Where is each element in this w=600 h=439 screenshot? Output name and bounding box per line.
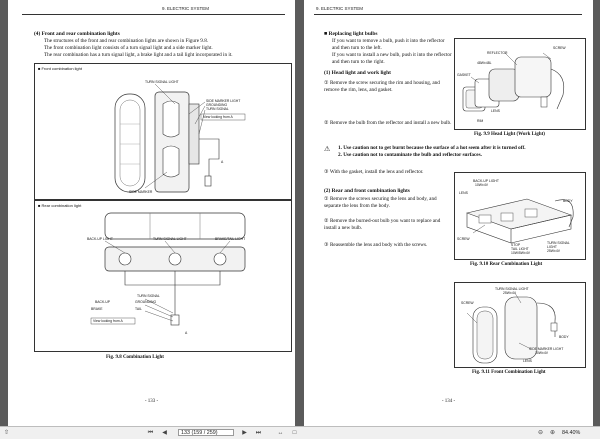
box-title: ■ Front combination light bbox=[38, 66, 82, 71]
label-side-marker: SIDE MARKER bbox=[129, 190, 153, 194]
figure-caption: Fig. 9.11 Front Combination Light bbox=[472, 370, 546, 375]
label-back-up-spec: 10W±4V bbox=[475, 183, 488, 187]
subsection-title: (1) Head light and work light bbox=[324, 70, 391, 76]
label-back-up: BACK-UP bbox=[95, 300, 111, 304]
paragraph: If you want to install a new bulb, push … bbox=[332, 52, 452, 65]
step: ① Remove the screws securing the lens an… bbox=[324, 196, 437, 209]
label-turn-spec: 25W±4V bbox=[547, 249, 560, 253]
page-number: - 134 - bbox=[441, 399, 456, 404]
right-page: 9. ELECTRIC SYSTEM ■ Replacing light bul… bbox=[304, 0, 593, 426]
figure-9-10: BACK-UP LIGHT 10W±4V LENS BODY SCREW STO… bbox=[454, 172, 586, 260]
left-page: 9. ELECTRIC SYSTEM (4) Front and rear co… bbox=[8, 0, 295, 426]
viewer-toolbar: ⇧ ⏮ ◀ 133 (159 / 259) ▶ ⏭ ↔ □ ⊖ ⊕ 84.40% bbox=[0, 426, 600, 439]
fit-page-icon[interactable]: □ bbox=[292, 430, 297, 436]
label-grounding: GROUNDING bbox=[135, 300, 157, 304]
last-page-icon[interactable]: ⏭ bbox=[255, 430, 262, 436]
front-light-exploded-drawing bbox=[466, 292, 558, 364]
label-body: BODY bbox=[559, 335, 569, 339]
rear-light-exploded-drawing bbox=[465, 198, 574, 244]
label-tail: TAIL bbox=[135, 307, 142, 311]
subsection-title: (2) Rear and front combination lights bbox=[324, 188, 410, 194]
label-view-looking-from: View looking from A bbox=[93, 319, 123, 323]
step: ③ Reassemble the lens and body with the … bbox=[324, 242, 428, 248]
label-rim: RIM bbox=[477, 119, 484, 123]
label-tail-spec: 10W/5W±4V bbox=[511, 251, 531, 255]
label-a: A bbox=[185, 331, 188, 335]
front-combination-box: ■ Front combination light TURN S bbox=[34, 63, 292, 200]
label-side-marker-light: SIDE MARKER LIGHT bbox=[529, 347, 564, 351]
paragraph: The structures of the front and rear com… bbox=[44, 38, 209, 44]
head-light-drawing bbox=[462, 52, 565, 112]
fit-width-icon[interactable]: ↔ bbox=[277, 430, 284, 436]
step: ① Remove the screw securing the rim and … bbox=[324, 80, 440, 93]
rear-light-drawing bbox=[90, 212, 246, 326]
next-page-icon[interactable]: ▶ bbox=[242, 430, 247, 436]
label-a: A bbox=[221, 160, 224, 164]
label-turn-light: LIGHT bbox=[547, 245, 557, 249]
page-header: 9. ELECTRIC SYSTEM bbox=[316, 6, 364, 11]
zoom-out-icon[interactable]: ⊖ bbox=[537, 430, 544, 436]
rear-combination-box: ■ Rear combination light BACK-UP LIGHT T… bbox=[34, 200, 292, 352]
box-title: ■ Rear combination light bbox=[38, 203, 82, 208]
label-turn-signal-light: TURN SIGNAL LIGHT bbox=[495, 287, 529, 291]
label-side-spec: 10W±4V bbox=[535, 351, 548, 355]
zoom-in-icon[interactable]: ⊕ bbox=[549, 430, 556, 436]
figure-caption: Fig. 9.10 Rear Combination Light bbox=[470, 262, 543, 267]
step: ③ With the gasket, install the lens and … bbox=[324, 169, 424, 175]
label-brake-tail-light: BRAKE/TAIL LIGHT bbox=[215, 237, 246, 241]
label-side-marker-light: SIDE MARKER LIGHT bbox=[206, 99, 241, 103]
header-rule bbox=[314, 14, 582, 15]
figure-caption: Fig. 9.8 Combination Light bbox=[106, 355, 164, 360]
label-turn-signal-light: TURN SIGNAL LIGHT bbox=[153, 237, 187, 241]
label-grounding: GROUNDING bbox=[206, 103, 228, 107]
label-tail-light: TAIL LIGHT bbox=[511, 247, 529, 251]
step: ② Remove the bulb from the reflector and… bbox=[324, 120, 452, 126]
label-view-looking-from: View looking from A bbox=[203, 115, 233, 119]
label-turn-signal: TURN SIGNAL bbox=[547, 241, 570, 245]
page-number: - 133 - bbox=[144, 399, 159, 404]
figure-9-11: TURN SIGNAL LIGHT 25W±4V SCREW BODY SIDE… bbox=[454, 282, 586, 368]
label-back-up-light: BACK-UP LIGHT bbox=[473, 179, 499, 183]
label-brake: BRAKE bbox=[91, 307, 103, 311]
label-gasket: GASKET bbox=[457, 73, 471, 77]
prev-page-icon[interactable]: ◀ bbox=[162, 430, 167, 436]
label-bulb-spec: 48W±48L bbox=[477, 61, 492, 65]
step: ② Remove the burned-out bulb you want to… bbox=[324, 218, 441, 231]
label-reflector: REFLECTOR bbox=[487, 51, 508, 55]
label-screw: SCREW bbox=[457, 237, 470, 241]
label-lens: LENS bbox=[491, 109, 500, 113]
caution-item: 2. Use caution not to contaminate the bu… bbox=[338, 152, 482, 158]
label-turn-signal: TURN SIGNAL bbox=[206, 107, 229, 111]
paragraph: If you want to remove a bulb, push it in… bbox=[332, 38, 445, 51]
label-turn-spec: 25W±4V bbox=[503, 291, 516, 295]
label-body: BODY bbox=[563, 199, 573, 203]
page-number-field[interactable]: 133 (159 / 259) bbox=[178, 429, 234, 436]
label-lens: LENS bbox=[523, 359, 532, 363]
label-screw: SCREW bbox=[461, 301, 474, 305]
label-stop: STOP bbox=[511, 243, 521, 247]
paragraph: The rear combination has a turn signal l… bbox=[44, 52, 233, 58]
caution-item: 1. Use caution not to get burnt because … bbox=[338, 145, 526, 151]
arrow-up-icon[interactable]: ⇧ bbox=[3, 430, 10, 436]
label-turn-signal: TURN SIGNAL bbox=[137, 294, 160, 298]
figure-caption: Fig. 9.9 Head Light (Work Light) bbox=[474, 132, 545, 137]
label-back-up-light: BACK-UP LIGHT bbox=[87, 237, 113, 241]
label-screw: SCREW bbox=[553, 46, 566, 50]
section-title: ■ Replacing light bulbs bbox=[324, 31, 378, 37]
figure-9-9: REFLECTOR SCREW 48W±48L GASKET LENS RIM bbox=[454, 38, 586, 130]
header-rule bbox=[22, 14, 285, 15]
first-page-icon[interactable]: ⏮ bbox=[147, 430, 154, 436]
front-light-drawing bbox=[114, 83, 246, 193]
section-title: (4) Front and rear combination lights bbox=[34, 31, 120, 37]
zoom-level[interactable]: 84.40% bbox=[562, 430, 581, 436]
label-lens: LENS bbox=[459, 191, 468, 195]
label-turn-signal-light: TURN SIGNAL LIGHT bbox=[145, 80, 179, 84]
warning-icon: ⚠ bbox=[324, 145, 331, 153]
paragraph: The front combination light consists of … bbox=[44, 45, 213, 51]
page-header: 9. ELECTRIC SYSTEM bbox=[162, 6, 210, 11]
